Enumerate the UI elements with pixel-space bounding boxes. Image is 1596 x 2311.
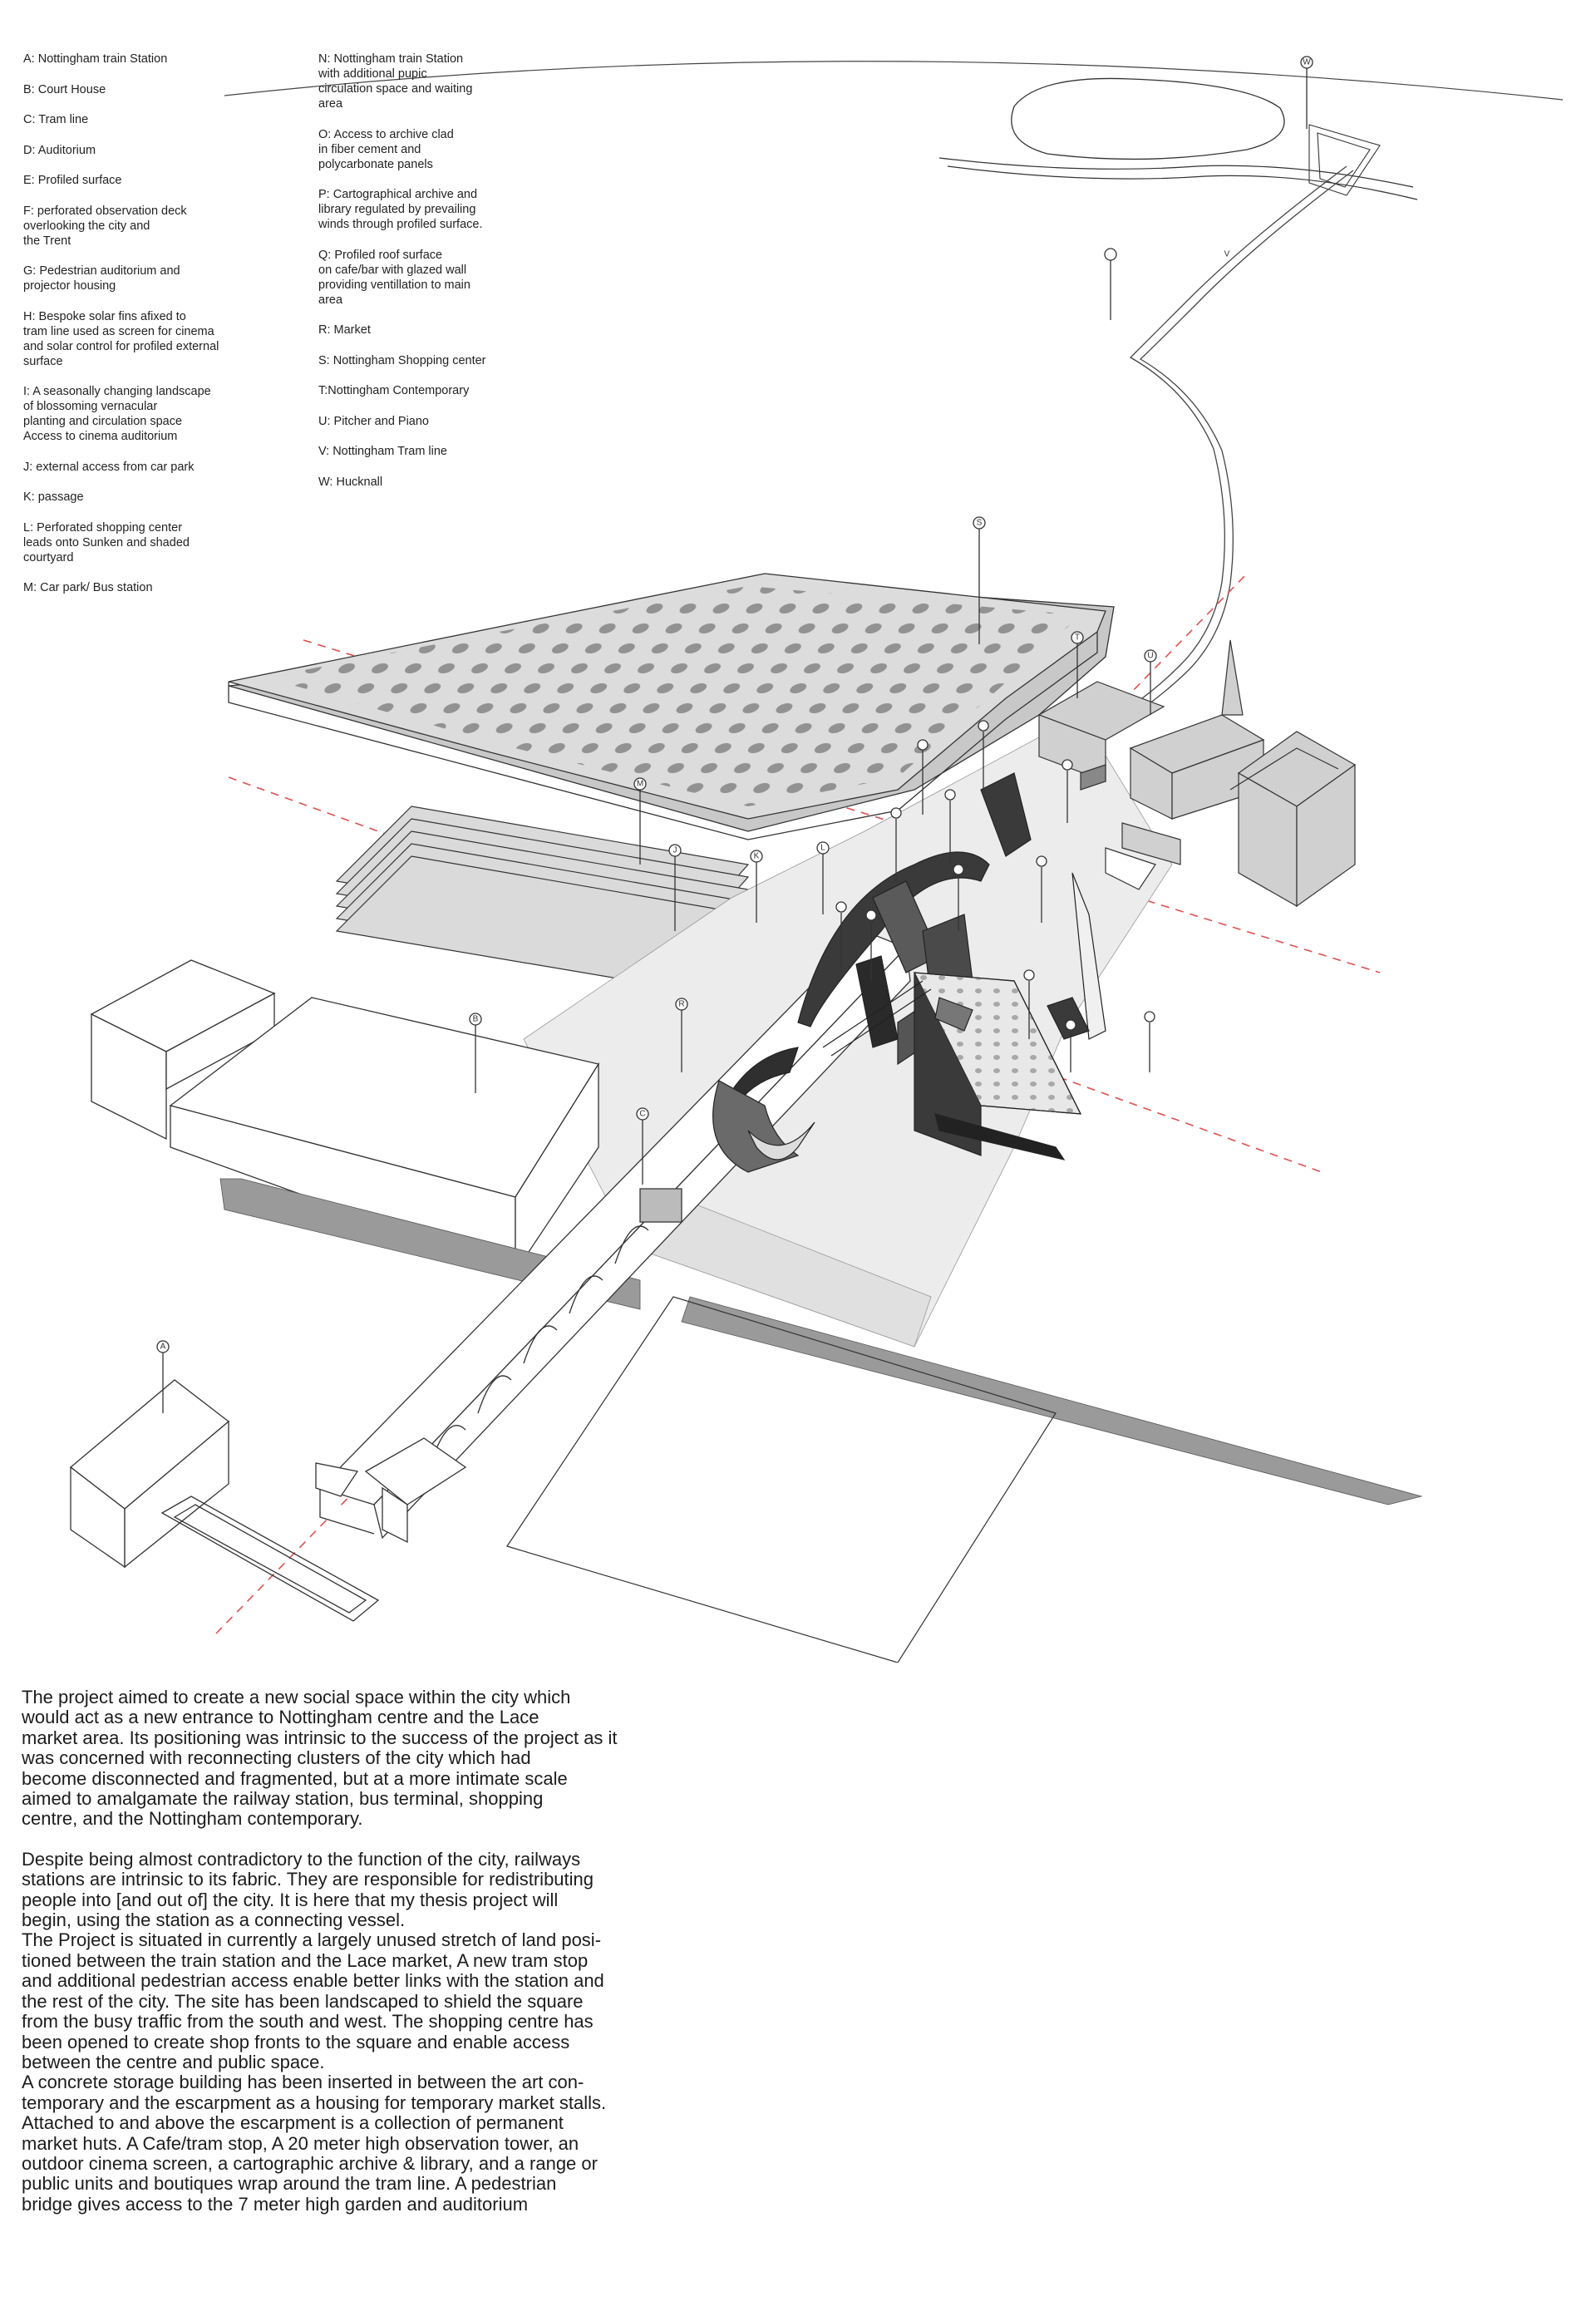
legend-item-j: J: external access from car park bbox=[23, 460, 195, 474]
legend-item-m: M: Car park/ Bus station bbox=[23, 581, 153, 594]
marker-f bbox=[944, 789, 956, 865]
description-paragraph-1: The project aimed to create a new social… bbox=[22, 1687, 618, 1830]
marker-r: R bbox=[675, 998, 688, 1072]
marker-u: U bbox=[1144, 649, 1157, 715]
legend-item-v: V: Nottingham Tram line bbox=[318, 445, 447, 458]
svg-text:R: R bbox=[678, 1000, 684, 1009]
marker-p bbox=[1023, 969, 1035, 1039]
svg-text:M: M bbox=[637, 780, 643, 789]
marker-s: S bbox=[973, 516, 986, 644]
legend-item-k: K: passage bbox=[23, 490, 84, 504]
marker-k: K bbox=[750, 850, 763, 923]
lace-market-buildings bbox=[1037, 639, 1357, 908]
axonometric-site-drawing: W V S M B C A L K J T U R bbox=[69, 56, 1564, 1663]
marker-x bbox=[1062, 759, 1073, 823]
legend-item-i: I: A seasonally changing landscape of bl… bbox=[23, 385, 211, 443]
legend-item-l: L: Perforated shopping center leads onto… bbox=[23, 520, 190, 564]
marker-j: J bbox=[668, 844, 682, 931]
marker-c: C bbox=[636, 1107, 649, 1185]
legend-item-f: F: perforated observation deck overlooki… bbox=[23, 204, 187, 248]
legend-item-e: E: Profiled surface bbox=[23, 174, 122, 187]
marker-q bbox=[1065, 1019, 1076, 1072]
foreground-plane bbox=[506, 1296, 1057, 1663]
marker-i bbox=[865, 909, 877, 981]
svg-text:L: L bbox=[820, 844, 825, 853]
svg-text:U: U bbox=[1147, 652, 1153, 661]
car-park-slabs bbox=[335, 806, 750, 990]
legend-item-u: U: Pitcher and Piano bbox=[318, 414, 429, 428]
svg-text:K: K bbox=[754, 852, 760, 861]
svg-text:W: W bbox=[1303, 58, 1311, 67]
train-station-block bbox=[69, 1379, 467, 1622]
svg-text:J: J bbox=[673, 846, 677, 855]
svg-text:A: A bbox=[160, 1343, 166, 1352]
marker-d bbox=[917, 739, 929, 815]
marker-w: W bbox=[1300, 56, 1313, 129]
legend-item-n: N: Nottingham train Station with additio… bbox=[318, 52, 473, 111]
shopping-centre-roof bbox=[228, 573, 1115, 840]
legend-left-column: A: Nottingham train Station B: Court Hou… bbox=[23, 52, 273, 611]
legend-item-b: B: Court House bbox=[23, 82, 106, 96]
court-house-block bbox=[90, 959, 600, 1274]
marker-a: A bbox=[156, 1340, 170, 1413]
marker-v: V bbox=[1104, 248, 1230, 320]
marker-t: T bbox=[1071, 631, 1084, 698]
legend-item-q: Q: Profiled roof surface on cafe/bar wit… bbox=[318, 248, 470, 307]
marker-b: B bbox=[469, 1013, 482, 1093]
legend-item-o: O: Access to archive clad in fiber cemen… bbox=[318, 127, 454, 171]
description-paragraph-3: The Project is situated in currently a l… bbox=[22, 1929, 604, 2072]
svg-text:T: T bbox=[1075, 633, 1080, 643]
svg-text:V: V bbox=[1224, 250, 1230, 259]
svg-text:S: S bbox=[977, 519, 983, 528]
marker-n bbox=[953, 864, 964, 931]
svg-text:B: B bbox=[473, 1015, 479, 1024]
description-paragraph-2: Despite being almost contradictory to th… bbox=[22, 1848, 594, 1931]
legend-item-d: D: Auditorium bbox=[23, 143, 96, 157]
legend-item-s: S: Nottingham Shopping center bbox=[318, 353, 486, 367]
project-core bbox=[712, 772, 1106, 1173]
legend-item-a: A: Nottingham train Station bbox=[23, 52, 168, 66]
legend-item-r: R: Market bbox=[318, 323, 371, 337]
horizon-arc bbox=[224, 61, 1564, 101]
marker-y bbox=[1144, 1011, 1155, 1072]
legend-item-w: W: Hucknall bbox=[318, 475, 383, 489]
legend-item-p: P: Cartographical archive and library re… bbox=[318, 188, 483, 231]
marker-h bbox=[835, 901, 847, 973]
legend-item-t: T:Nottingham Contemporary bbox=[318, 384, 470, 397]
marker-e bbox=[978, 720, 989, 790]
marker-g bbox=[890, 807, 902, 881]
project-description: The project aimed to create a new social… bbox=[22, 1687, 712, 2215]
legend-item-h: H: Bespoke solar fins afixed to tram lin… bbox=[23, 309, 219, 368]
description-paragraph-4: A concrete storage building has been ins… bbox=[22, 2072, 607, 2215]
marker-o bbox=[1036, 855, 1047, 923]
legend-right-column: N: Nottingham train Station with additio… bbox=[318, 52, 543, 505]
legend-item-g: G: Pedestrian auditorium and projector h… bbox=[23, 264, 180, 293]
marker-l: L bbox=[816, 841, 830, 914]
svg-text:C: C bbox=[639, 1110, 645, 1119]
legend-item-c: C: Tram line bbox=[23, 113, 89, 126]
marker-m: M bbox=[633, 777, 647, 865]
